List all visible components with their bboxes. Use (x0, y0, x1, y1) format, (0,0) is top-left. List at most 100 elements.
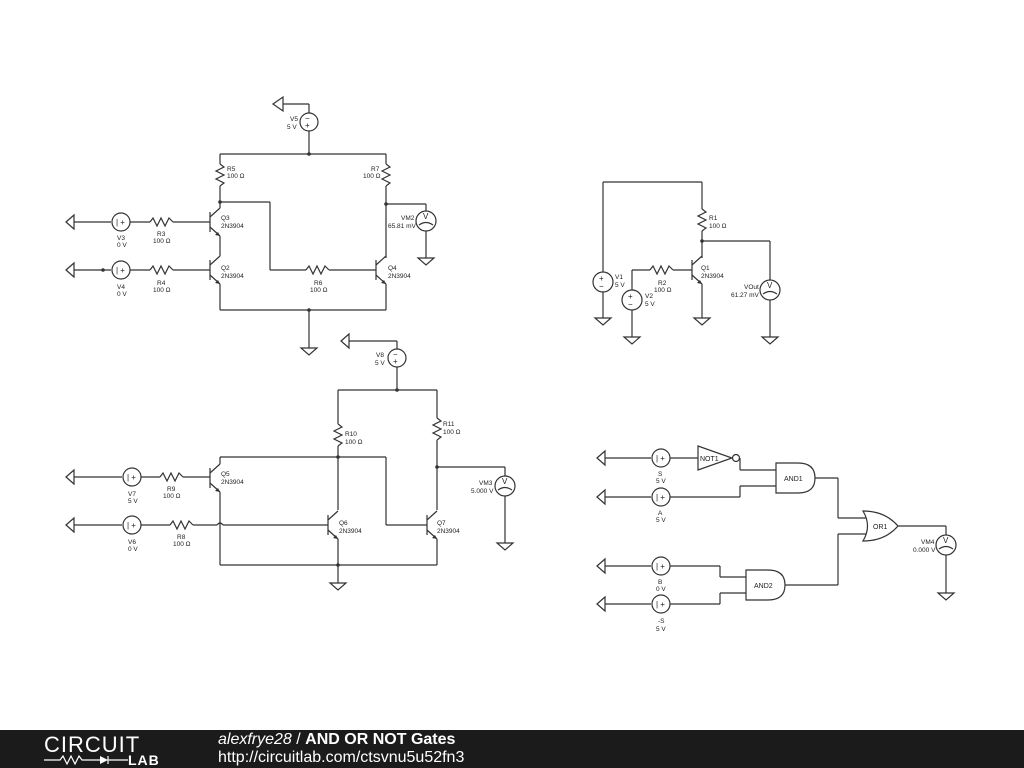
label-r3-value: 100 Ω (153, 238, 171, 245)
ground-symbol (596, 557, 606, 575)
ground-symbol (596, 449, 606, 467)
label-q6: Q6 (339, 520, 348, 527)
circuit-top-left: − + V5 5 V R5 100 Ω R7 100 Ω Q3 2N3904 Q2… (65, 95, 437, 356)
label-r4-value: 100 Ω (153, 287, 171, 294)
ground-symbol (299, 347, 319, 356)
resistor-r6 (305, 264, 330, 276)
resistor-r10 (332, 423, 344, 447)
circuit-url[interactable]: http://circuitlab.com/ctsvnu5u52fn3 (218, 749, 465, 766)
ground-symbol (692, 317, 712, 326)
label-q3: Q3 (221, 215, 230, 222)
ground-symbol (65, 261, 75, 279)
label-not-s: -S (658, 618, 665, 625)
label-vout: VOut (744, 284, 759, 291)
label-q2: Q2 (221, 265, 230, 272)
label-vm3: VM3 (479, 480, 493, 487)
label-v3: V3 (117, 235, 125, 242)
title-separator: / (291, 731, 306, 748)
svg-text:| +: | + (116, 218, 125, 227)
label-s-value: 5 V (656, 478, 666, 485)
circuit-top-right: +− V1 5 V R1 100 Ω Q1 2N3904 R2 100 Ω +−… (592, 181, 781, 345)
label-vm4: VM4 (921, 539, 935, 546)
svg-text:V: V (423, 212, 429, 221)
label-v5: V5 (290, 116, 298, 123)
svg-text:| +: | + (127, 473, 136, 482)
ground-symbol (622, 336, 642, 345)
resistor-r4 (149, 264, 174, 276)
circuitlab-logo[interactable]: CIRCUIT LAB (40, 732, 180, 768)
ground-symbol (416, 257, 436, 266)
label-and2: AND2 (754, 583, 773, 590)
svg-text:−: − (628, 300, 633, 309)
label-v3-value: 0 V (117, 242, 127, 249)
label-not-s-value: 5 V (656, 626, 666, 633)
label-v1-value: 5 V (615, 282, 625, 289)
author-link[interactable]: alexfrye28 (218, 731, 292, 748)
footer-bar: CIRCUIT LAB alexfrye28 / AND OR NOT Gate… (0, 730, 1024, 768)
label-v6-value: 0 V (128, 546, 138, 553)
label-r10-value: 100 Ω (345, 439, 363, 446)
label-r9-value: 100 Ω (163, 493, 181, 500)
label-r7-value: 100 Ω (363, 173, 381, 180)
circuit-schematic: −+ V5 5 V R5 100 Ω R7 100 Ω Q3 2N3904 Q2… (65, 95, 957, 633)
label-v2: V2 (645, 293, 653, 300)
ground-symbol (65, 468, 75, 486)
label-s: S (658, 471, 663, 478)
svg-text:| +: | + (656, 600, 665, 609)
svg-text:| +: | + (127, 521, 136, 530)
label-v1: V1 (615, 274, 623, 281)
label-q7: Q7 (437, 520, 446, 527)
label-q7-part: 2N3904 (437, 528, 460, 535)
label-r2: R2 (658, 280, 667, 287)
label-v7: V7 (128, 491, 136, 498)
label-v5-value: 5 V (287, 124, 297, 131)
label-r6-value: 100 Ω (310, 287, 328, 294)
label-r7: R7 (371, 166, 380, 173)
label-q5: Q5 (221, 471, 230, 478)
ground-symbol (495, 542, 515, 551)
resistor-r9 (159, 471, 184, 483)
svg-text:+: + (393, 357, 398, 366)
label-v7-value: 5 V (128, 498, 138, 505)
circuit-logic-gates: | + S 5 V NOT1 | + A 5 V AND1 | + (596, 445, 957, 633)
label-r5-value: 100 Ω (227, 173, 245, 180)
resistor-r3 (149, 216, 174, 228)
ground-symbol (593, 317, 613, 326)
label-and1: AND1 (784, 476, 803, 483)
label-r5: R5 (227, 166, 236, 173)
label-vm2: VM2 (401, 215, 415, 222)
ground-symbol (65, 516, 75, 534)
circuit-title[interactable]: AND OR NOT Gates (305, 731, 456, 748)
svg-text:+: + (305, 121, 310, 130)
label-q4: Q4 (388, 265, 397, 272)
ground-symbol (328, 582, 348, 591)
label-q4-part: 2N3904 (388, 273, 411, 280)
label-a-value: 5 V (656, 517, 666, 524)
label-r10: R10 (345, 431, 357, 438)
svg-text:+: + (599, 274, 604, 283)
svg-text:V: V (943, 536, 949, 545)
label-q6-part: 2N3904 (339, 528, 362, 535)
svg-text:V: V (767, 281, 773, 290)
svg-text:−: − (393, 350, 398, 359)
svg-text:| +: | + (656, 562, 665, 571)
svg-text:−: − (599, 282, 604, 291)
logo-text-bottom: LAB (128, 752, 160, 768)
circuit-bottom-left: −+ V8 5 V R10 100 Ω R11 100 Ω Q5 2N3904 (65, 332, 516, 591)
label-r8-value: 100 Ω (173, 541, 191, 548)
label-r4: R4 (157, 280, 166, 287)
ground-symbol (760, 336, 780, 345)
resistor-r11 (431, 417, 443, 441)
resistor-r7 (380, 163, 392, 187)
label-q3-part: 2N3904 (221, 223, 244, 230)
label-r1: R1 (709, 215, 718, 222)
resistor-diode-icon (44, 755, 128, 765)
label-v6: V6 (128, 539, 136, 546)
resistor-r2 (649, 264, 674, 276)
ground-symbol (596, 595, 606, 613)
label-v4-value: 0 V (117, 291, 127, 298)
label-v8-value: 5 V (375, 360, 385, 367)
label-a: A (658, 510, 663, 517)
label-r6: R6 (314, 280, 323, 287)
svg-text:| +: | + (656, 454, 665, 463)
